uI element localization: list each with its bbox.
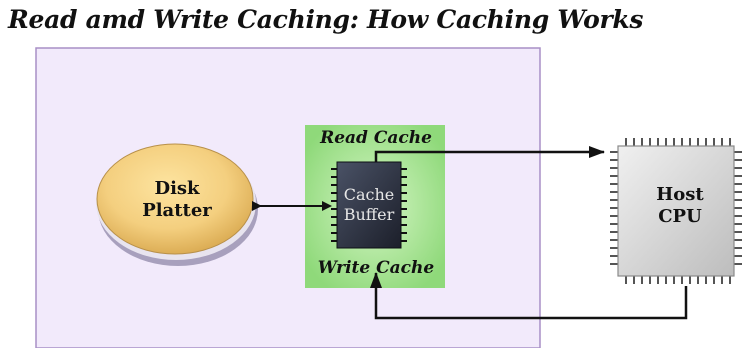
cache-buffer-chip — [331, 161, 407, 249]
cache-buffer-label-line1: Cache — [343, 185, 395, 204]
host-cpu-label-line1: Host — [656, 184, 704, 205]
read-cache-label: Read Cache — [320, 128, 432, 148]
disk-platter-label-line2: Platter — [142, 200, 212, 221]
disk-platter — [96, 143, 258, 266]
host-cpu-label-line2: CPU — [658, 206, 702, 227]
read-cache-arrow — [374, 146, 605, 162]
disk-platter-label-line1: Disk — [154, 178, 200, 199]
write-cache-arrow — [370, 272, 688, 320]
write-cache-label: Write Cache — [317, 258, 435, 278]
diagram-title: Read amd Write Caching: How Caching Work… — [8, 5, 644, 34]
cache-buffer-label-line2: Buffer — [343, 205, 395, 224]
host-cpu — [610, 138, 742, 284]
